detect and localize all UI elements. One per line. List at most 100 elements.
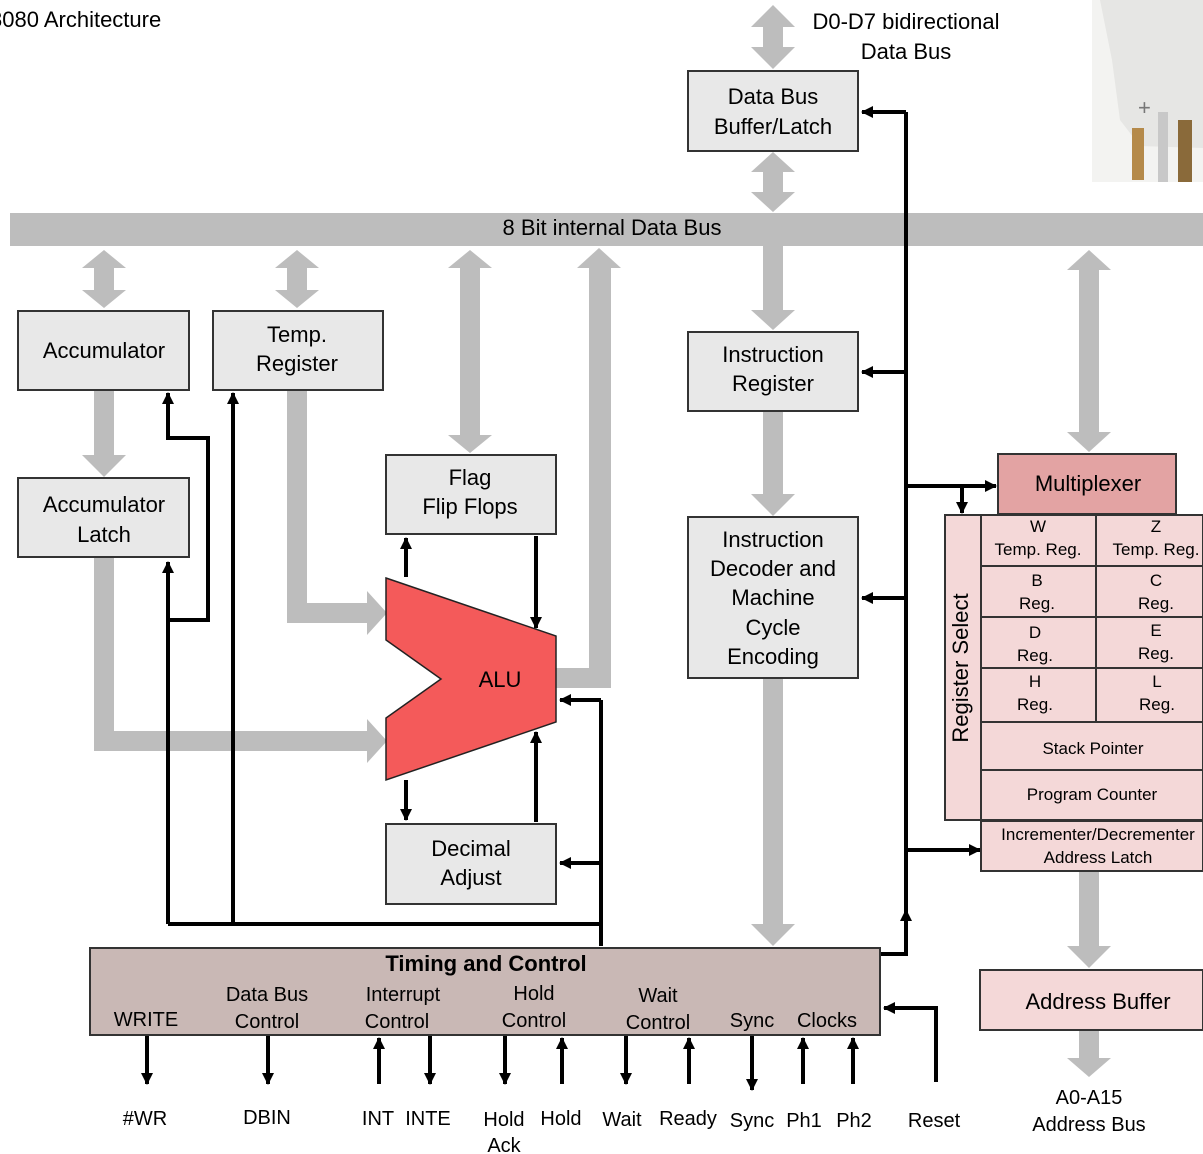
bus-arrows bbox=[10, 5, 1203, 1077]
svg-text:D: D bbox=[1029, 623, 1041, 642]
register-file: Multiplexer Register Select W Temp. Reg.… bbox=[944, 453, 1203, 872]
svg-text:A0-A15: A0-A15 bbox=[1056, 1087, 1123, 1109]
program-counter: Program Counter bbox=[1027, 785, 1158, 804]
svg-text:Reg.: Reg. bbox=[1139, 695, 1175, 714]
svg-text:Adjust: Adjust bbox=[440, 865, 501, 890]
svg-text:Reg.: Reg. bbox=[1017, 646, 1053, 665]
svg-text:Reg.: Reg. bbox=[1138, 644, 1174, 663]
register-z: Z Temp. Reg. bbox=[1113, 517, 1200, 559]
svg-text:D0-D7 bidirectional: D0-D7 bidirectional bbox=[812, 9, 999, 34]
svg-text:Sync: Sync bbox=[730, 1010, 774, 1032]
signal-hold: Hold bbox=[540, 1108, 581, 1130]
register-e: E Reg. bbox=[1138, 621, 1174, 663]
data-bus-buffer-block: Data Bus Buffer/Latch bbox=[687, 70, 859, 152]
svg-text:Timing and Control: Timing and Control bbox=[385, 951, 586, 976]
svg-text:Decimal: Decimal bbox=[431, 836, 510, 861]
svg-text:Cycle: Cycle bbox=[745, 615, 800, 640]
flag-flip-flops-block: Flag Flip Flops bbox=[385, 454, 557, 535]
decimal-adjust-block: Decimal Adjust bbox=[385, 823, 557, 905]
signal-wr: #WR bbox=[123, 1108, 167, 1130]
incrementer-block bbox=[980, 820, 1203, 872]
timing-control-block: Timing and Control WRITE Data Bus Contro… bbox=[89, 947, 881, 1036]
chip-photo: + bbox=[1092, 0, 1203, 182]
svg-text:Reg.: Reg. bbox=[1017, 695, 1053, 714]
signal-inte: INTE bbox=[405, 1108, 451, 1130]
svg-text:Machine: Machine bbox=[731, 585, 814, 610]
svg-text:Latch: Latch bbox=[77, 522, 131, 547]
svg-text:Address Buffer: Address Buffer bbox=[1025, 989, 1170, 1014]
svg-text:Control: Control bbox=[626, 1012, 690, 1034]
svg-text:Clocks: Clocks bbox=[797, 1010, 857, 1032]
signal-hold-ack-2: Ack bbox=[487, 1135, 521, 1154]
svg-text:L: L bbox=[1152, 672, 1161, 691]
svg-text:Register: Register bbox=[256, 351, 338, 376]
svg-text:Accumulator: Accumulator bbox=[43, 492, 165, 517]
register-h: H Reg. bbox=[1017, 672, 1053, 714]
signal-hold-ack: Hold bbox=[483, 1109, 524, 1131]
svg-text:WRITE: WRITE bbox=[114, 1009, 178, 1031]
signal-labels: #WR DBIN INT INTE Hold Ack Hold Wait Rea… bbox=[123, 1107, 961, 1154]
svg-text:W: W bbox=[1030, 517, 1046, 536]
register-b: B Reg. bbox=[1019, 571, 1055, 613]
svg-text:Incrementer/Decrementer: Incrementer/Decrementer bbox=[1001, 825, 1195, 844]
page-title: 8080 Architecture bbox=[0, 7, 161, 32]
svg-text:Address Bus: Address Bus bbox=[1032, 1114, 1145, 1136]
svg-text:Instruction: Instruction bbox=[722, 342, 824, 367]
svg-text:Control: Control bbox=[235, 1011, 299, 1033]
svg-text:Instruction: Instruction bbox=[722, 527, 824, 552]
control-wires bbox=[141, 106, 997, 1091]
svg-text:Temp. Reg.: Temp. Reg. bbox=[1113, 540, 1200, 559]
multiplexer-block bbox=[997, 453, 1177, 515]
svg-text:Temp. Reg.: Temp. Reg. bbox=[995, 540, 1082, 559]
signal-ph1: Ph1 bbox=[786, 1110, 822, 1132]
register-select-block bbox=[944, 514, 982, 821]
svg-text:Hold: Hold bbox=[513, 983, 554, 1005]
svg-text:Data Bus: Data Bus bbox=[226, 984, 308, 1006]
external-data-bus-label: D0-D7 bidirectional Data Bus bbox=[812, 9, 999, 64]
svg-text:Z: Z bbox=[1151, 517, 1161, 536]
svg-text:Interrupt: Interrupt bbox=[366, 984, 441, 1006]
svg-text:Wait: Wait bbox=[638, 985, 678, 1007]
register-d: D Reg. bbox=[1017, 623, 1053, 665]
register-l: L Reg. bbox=[1139, 672, 1175, 714]
signal-ph2: Ph2 bbox=[836, 1110, 872, 1132]
svg-text:Data Bus: Data Bus bbox=[861, 39, 952, 64]
internal-bus-label: 8 Bit internal Data Bus bbox=[503, 215, 722, 240]
signal-sync: Sync bbox=[730, 1110, 774, 1132]
signal-wait: Wait bbox=[602, 1109, 642, 1131]
svg-text:Flip Flops: Flip Flops bbox=[422, 494, 517, 519]
temp-register-block: Temp. Register bbox=[212, 310, 384, 391]
svg-text:Decoder and: Decoder and bbox=[710, 556, 836, 581]
svg-text:Control: Control bbox=[365, 1011, 429, 1033]
svg-text:E: E bbox=[1150, 621, 1161, 640]
address-buffer-block: Address Buffer bbox=[979, 969, 1203, 1031]
svg-text:+: + bbox=[1138, 95, 1151, 120]
instruction-register-block: Instruction Register bbox=[687, 331, 859, 412]
signal-int: INT bbox=[362, 1108, 394, 1130]
svg-text:Data Bus: Data Bus bbox=[728, 84, 819, 109]
alu-block: ALU bbox=[385, 576, 557, 782]
svg-text:Temp.: Temp. bbox=[267, 322, 327, 347]
instruction-decoder-block: Instruction Decoder and Machine Cycle En… bbox=[687, 516, 859, 679]
svg-text:Accumulator: Accumulator bbox=[43, 338, 165, 363]
register-c: C Reg. bbox=[1138, 571, 1174, 613]
svg-text:Address Latch: Address Latch bbox=[1044, 848, 1153, 867]
svg-text:Register: Register bbox=[732, 371, 814, 396]
register-w: W Temp. Reg. bbox=[995, 517, 1082, 559]
svg-text:B: B bbox=[1031, 571, 1042, 590]
signal-ready: Ready bbox=[659, 1108, 717, 1130]
svg-text:Buffer/Latch: Buffer/Latch bbox=[714, 114, 832, 139]
svg-text:Reg.: Reg. bbox=[1019, 594, 1055, 613]
svg-text:Encoding: Encoding bbox=[727, 644, 819, 669]
svg-text:C: C bbox=[1150, 571, 1162, 590]
signal-dbin: DBIN bbox=[243, 1107, 291, 1129]
svg-text:Multiplexer: Multiplexer bbox=[1035, 471, 1141, 496]
svg-text:Control: Control bbox=[502, 1010, 566, 1032]
svg-text:Reg.: Reg. bbox=[1138, 594, 1174, 613]
svg-text:ALU: ALU bbox=[479, 667, 522, 692]
svg-text:Register Select: Register Select bbox=[948, 593, 973, 742]
signal-reset: Reset bbox=[908, 1110, 961, 1132]
accumulator-latch-block: Accumulator Latch bbox=[17, 477, 190, 558]
svg-text:H: H bbox=[1029, 672, 1041, 691]
